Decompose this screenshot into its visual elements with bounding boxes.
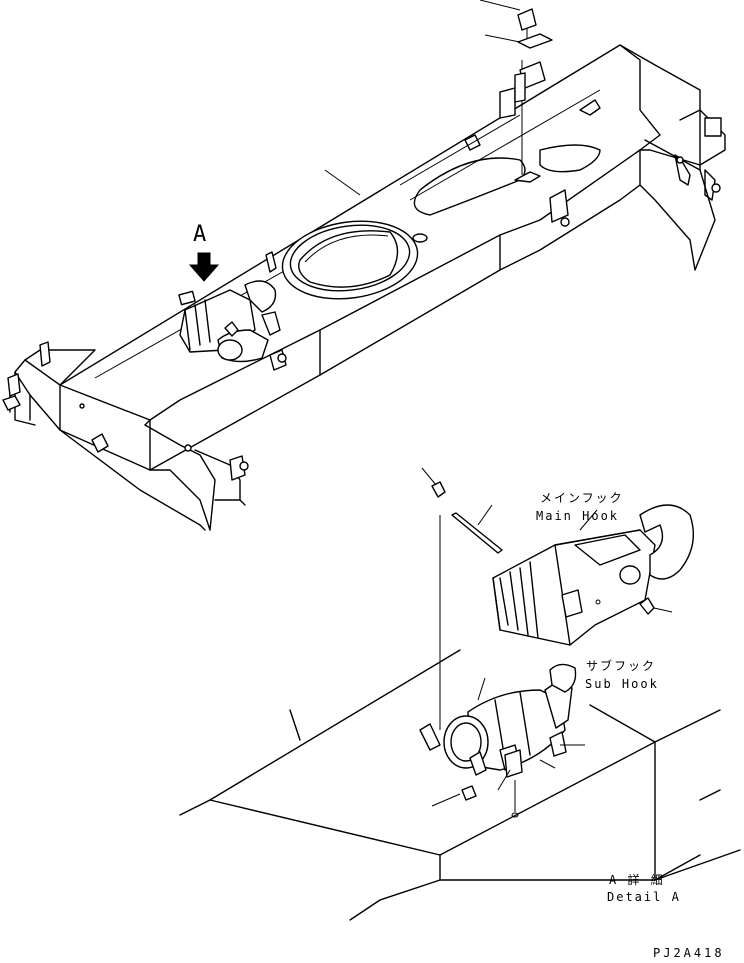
view-arrow-icon [188, 252, 220, 282]
detail-label-jp: A 詳 細 [609, 873, 665, 887]
sub-hook-label-en: Sub Hook [585, 677, 659, 691]
view-marker-label: A [193, 222, 207, 247]
main-hook-block [492, 504, 694, 646]
drawing-code: PJ2A418 [653, 946, 725, 960]
main-frame [2, 0, 726, 531]
detail-a-view [179, 467, 741, 921]
sub-hook-block [419, 663, 585, 818]
detail-label-en: Detail A [607, 890, 681, 904]
main-hook-label-jp: メインフック [540, 491, 624, 505]
sub-hook-label-jp: サブフック [586, 659, 657, 673]
main-hook-label-en: Main Hook [536, 509, 620, 523]
hook-assembly-on-frame [178, 251, 287, 371]
